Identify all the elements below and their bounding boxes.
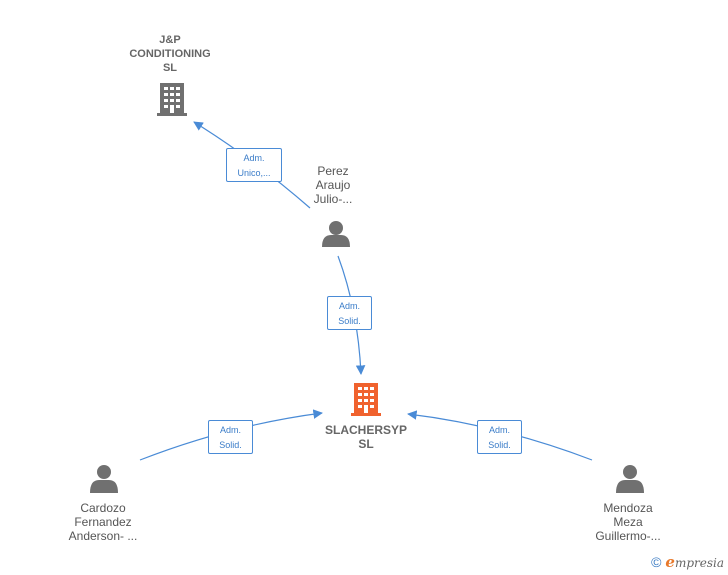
edge-label-perez-jp[interactable]: Adm. Unico,... [226,148,282,182]
node-label-perez[interactable]: Perez Araujo Julio-... [313,164,353,206]
person-icon[interactable] [616,465,644,493]
building-icon[interactable] [157,83,187,116]
footer-brand: © empresia [651,553,724,571]
node-label-jp[interactable]: J&P CONDITIONING SL [129,34,211,74]
node-label-slachersyp[interactable]: SLACHERSYP SL [324,423,407,451]
building-icon[interactable] [351,383,381,416]
person-icon[interactable] [90,465,118,493]
copyright-icon: © [651,554,662,570]
edge-label-cardozo-slachersyp[interactable]: Adm. Solid. [208,420,253,454]
edge-label-mendoza-slachersyp[interactable]: Adm. Solid. [477,420,522,454]
node-label-mendoza[interactable]: Mendoza Meza Guillermo-... [595,501,661,543]
edge-label-perez-slachersyp[interactable]: Adm. Solid. [327,296,372,330]
node-label-cardozo[interactable]: Cardozo Fernandez Anderson- ... [68,501,138,543]
person-icon[interactable] [322,221,350,247]
brand-logo[interactable]: empresia [665,553,724,571]
